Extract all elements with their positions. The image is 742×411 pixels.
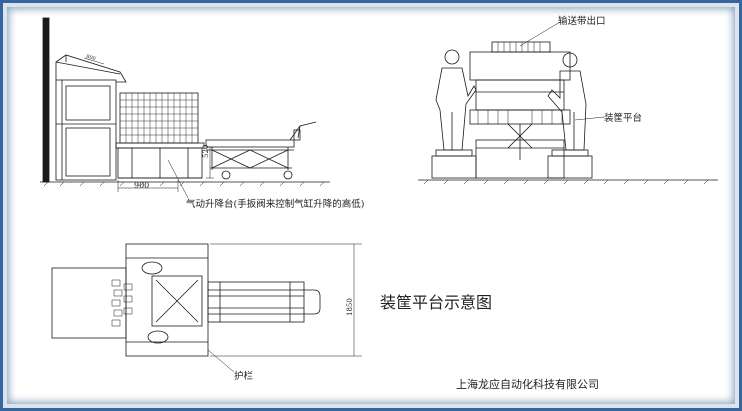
diagram-title: 装筐平台示意图 bbox=[380, 293, 493, 312]
front-view bbox=[418, 21, 718, 185]
dim-520-label: 520 bbox=[202, 144, 210, 158]
side-view bbox=[40, 17, 330, 199]
guardrail-label: 护栏 bbox=[234, 371, 254, 382]
basket-platform-label: 装筐平台 bbox=[604, 113, 643, 124]
company-name: 上海龙应自动化科技有限公司 bbox=[456, 378, 599, 391]
top-view bbox=[51, 243, 362, 373]
conveyor-outlet-label: 输送带出口 bbox=[558, 16, 606, 27]
dim-1850-label: 1850 bbox=[346, 298, 354, 316]
dim-900-label: 900 bbox=[134, 181, 150, 190]
lift-table-note: 气动升降台(手扳阀来控制气缸升降的高低) bbox=[186, 199, 365, 210]
